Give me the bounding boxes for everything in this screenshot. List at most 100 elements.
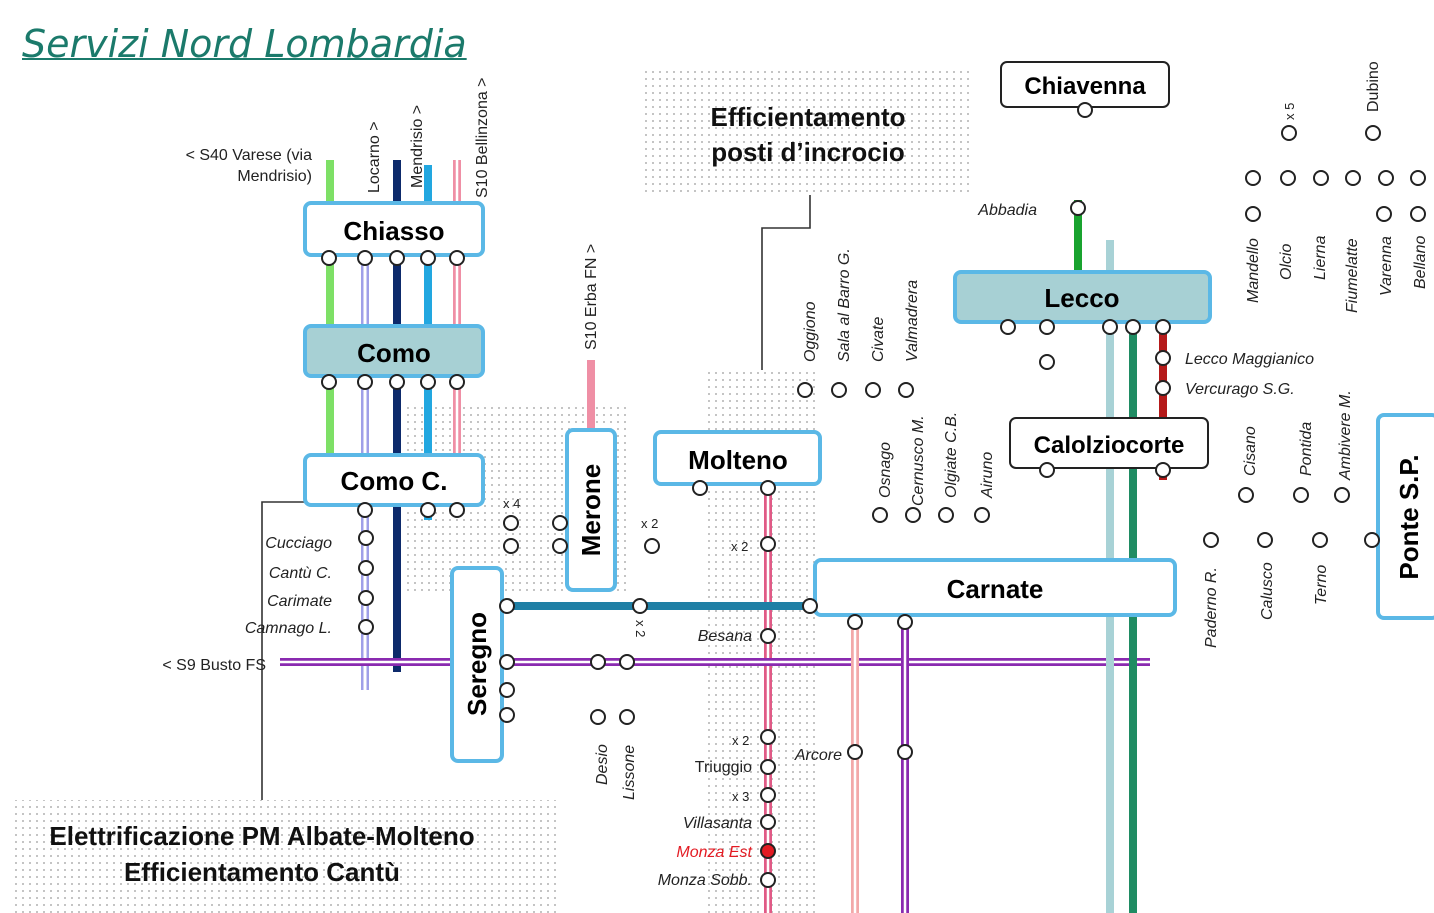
station-stop <box>1280 170 1296 186</box>
dir-s40: < S40 Varese (via <box>186 147 313 164</box>
station-stop <box>1257 532 1273 548</box>
note-incrocio-2: posti d’incrocio <box>711 137 905 167</box>
station-stop <box>847 614 863 630</box>
station-stop <box>1364 532 1380 548</box>
note-elettrif-2: Efficientamento Cantù <box>124 857 400 887</box>
station-stop <box>847 744 863 760</box>
station-triuggio: Triuggio <box>695 759 752 776</box>
hub-seregno[interactable]: Seregno <box>450 566 504 763</box>
station-arcore: Arcore <box>794 747 842 764</box>
hub-chiavenna[interactable]: Chiavenna <box>1000 61 1170 108</box>
hub-carnate[interactable]: Carnate <box>813 558 1177 617</box>
station-stop <box>1365 125 1381 141</box>
station-besana: Besana <box>698 628 752 645</box>
station-lissone: Lissone <box>621 745 638 800</box>
station-stop <box>760 729 776 745</box>
station-stop <box>938 507 954 523</box>
hub-lecco[interactable]: Lecco <box>953 270 1212 324</box>
hub-label: Carnate <box>947 574 1044 604</box>
station-stop <box>590 654 606 670</box>
station-stop <box>1312 532 1328 548</box>
station-stops <box>321 102 1426 888</box>
station-stop <box>1155 380 1171 396</box>
station-cantu: Cantù C. <box>269 565 332 582</box>
hub-como-c[interactable]: Como C. <box>303 453 485 507</box>
station-stop <box>420 250 436 266</box>
dir-erba: S10 Erba FN > <box>583 244 600 350</box>
station-stop <box>1125 319 1141 335</box>
hub-como[interactable]: Como <box>303 324 485 378</box>
station-stop <box>974 507 990 523</box>
station-airuno: Airuno <box>979 452 996 499</box>
station-varenna: Varenna <box>1378 236 1395 296</box>
station-labels-vertical: Desio Lissone Oggiono Sala al Barro G. C… <box>594 61 1429 800</box>
station-stop <box>389 374 405 390</box>
station-stop <box>358 560 374 576</box>
station-stop <box>358 590 374 606</box>
station-stop <box>760 628 776 644</box>
station-stop <box>499 654 515 670</box>
station-carimate: Carimate <box>267 593 332 610</box>
station-stop <box>499 707 515 723</box>
station-abbadia: Abbadia <box>977 202 1037 219</box>
station-stop <box>802 598 818 614</box>
station-stop <box>1039 462 1055 478</box>
station-calusco: Calusco <box>1259 562 1276 620</box>
hub-merone[interactable]: Merone <box>565 428 617 592</box>
station-stop <box>420 502 436 518</box>
hub-chiasso[interactable]: Chiasso <box>303 201 485 257</box>
station-stop <box>1410 206 1426 222</box>
mult-x4: x 4 <box>503 496 520 511</box>
station-ambivere: Ambivere M. <box>1337 390 1354 481</box>
hub-ponte-sp[interactable]: Ponte S.P. <box>1376 413 1434 620</box>
station-stop <box>1000 319 1016 335</box>
mult-x2-molteno: x 2 <box>731 539 748 554</box>
mult-x5: x 5 <box>1282 103 1297 120</box>
station-stop <box>760 536 776 552</box>
station-stop <box>1077 102 1093 118</box>
station-stop <box>552 538 568 554</box>
station-olcio: Olcio <box>1278 243 1295 280</box>
station-bellano: Bellano <box>1412 236 1429 289</box>
hub-molteno[interactable]: Molteno <box>653 430 822 486</box>
station-stop <box>619 709 635 725</box>
station-civate: Civate <box>870 317 887 362</box>
station-stop <box>1334 487 1350 503</box>
dir-locarno: Locarno > <box>366 121 383 193</box>
station-stop <box>389 250 405 266</box>
station-stop <box>1313 170 1329 186</box>
station-stop <box>1281 125 1297 141</box>
station-stop <box>499 682 515 698</box>
station-lierna: Lierna <box>1312 235 1329 280</box>
station-stop <box>503 515 519 531</box>
station-cisano: Cisano <box>1242 426 1259 476</box>
dotted-areas <box>15 70 970 913</box>
hub-label: Chiavenna <box>1024 73 1146 100</box>
hub-label: Lecco <box>1044 283 1119 313</box>
station-stop <box>632 598 648 614</box>
hub-label: Como C. <box>341 466 448 496</box>
station-stop <box>619 654 635 670</box>
note-incrocio-1: Efficientamento <box>710 102 905 132</box>
station-lecco-maggianico: Lecco Maggianico <box>1185 351 1314 368</box>
station-stop <box>1203 532 1219 548</box>
station-stop <box>1155 350 1171 366</box>
hub-calolziocorte[interactable]: Calolziocorte <box>1009 417 1209 469</box>
station-stop <box>1378 170 1394 186</box>
station-stop <box>797 382 813 398</box>
station-stop <box>358 619 374 635</box>
dir-s40-2: Mendrisio) <box>237 168 312 185</box>
hub-label: Merone <box>576 464 606 556</box>
station-stop <box>499 598 515 614</box>
station-stop <box>449 502 465 518</box>
station-stop <box>1155 319 1171 335</box>
station-stop-monza-est <box>760 843 776 859</box>
station-camnago: Camnago L. <box>245 620 332 637</box>
station-labels: Cucciago Cantù C. Carimate Camnago L. Be… <box>245 202 1314 889</box>
multiplier-labels: x 4 x 2 x 2 x 2 x 2 x 3 x 5 <box>503 103 1297 804</box>
station-stop <box>760 872 776 888</box>
station-stop <box>644 538 660 554</box>
station-valmadrera: Valmadrera <box>904 280 921 362</box>
station-sala: Sala al Barro G. <box>836 248 853 362</box>
